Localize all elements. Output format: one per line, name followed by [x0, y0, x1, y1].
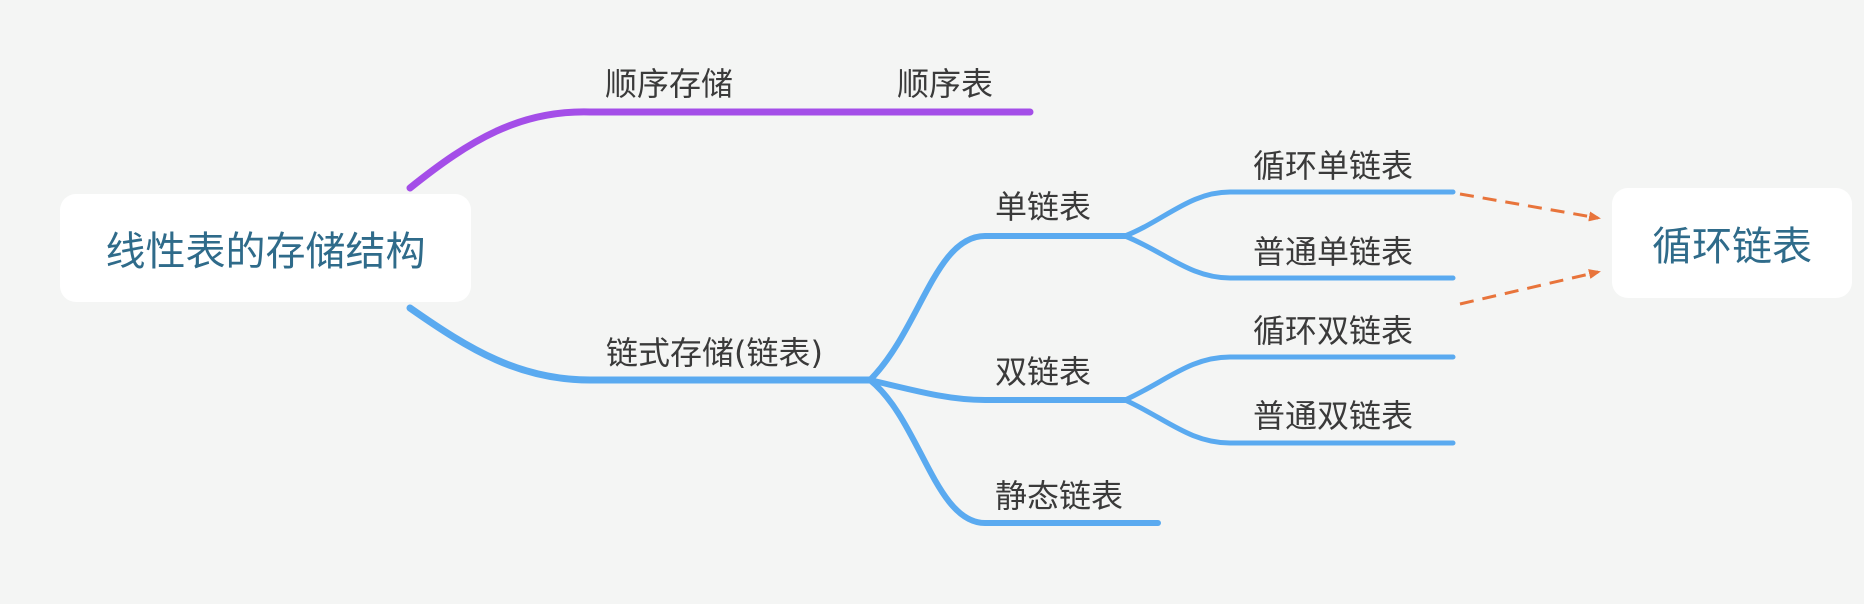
- normal-doubly-label[interactable]: 普通双链表: [1253, 397, 1414, 435]
- circular-list-node[interactable]: 循环链表: [1612, 188, 1852, 298]
- arrow-circular-doubly: [1459, 269, 1601, 306]
- branch-line-normal-doubly: [1122, 397, 1456, 446]
- circular-doubly-label[interactable]: 循环双链表: [1253, 312, 1414, 350]
- arrow-circular-singly: [1459, 192, 1601, 222]
- sequential-storage-label[interactable]: 顺序存储: [605, 65, 734, 103]
- branch-line-normal-singly: [1122, 233, 1456, 281]
- circular-singly-label[interactable]: 循环单链表: [1253, 147, 1414, 185]
- branch-line-linked: [406, 304, 874, 384]
- sequential-list-label[interactable]: 顺序表: [897, 65, 994, 103]
- branch-line-sequential: [406, 108, 1034, 192]
- branch-line-static: [867, 377, 1161, 526]
- static-list-label[interactable]: 静态链表: [995, 477, 1124, 515]
- circular-list-label: 循环链表: [1652, 224, 1812, 270]
- doubly-list-label[interactable]: 双链表: [995, 353, 1092, 391]
- normal-singly-label[interactable]: 普通单链表: [1253, 233, 1414, 271]
- branch-line-circular-doubly: [1122, 354, 1456, 403]
- root-label: 线性表的存储结构: [105, 229, 426, 275]
- singly-list-label[interactable]: 单链表: [995, 188, 1092, 226]
- branch-line-circular-singly: [1122, 189, 1456, 239]
- branch-line-singly: [867, 233, 1128, 383]
- linked-storage-label[interactable]: 链式存储(链表): [606, 334, 823, 372]
- root-node[interactable]: 线性表的存储结构: [60, 194, 471, 302]
- branch-line-doubly: [867, 377, 1128, 403]
